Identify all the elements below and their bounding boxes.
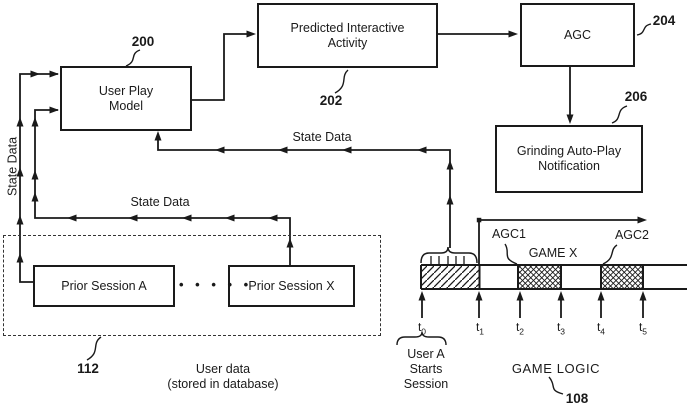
tick-t3: t3 (549, 320, 573, 336)
ref-112: 112 (66, 361, 110, 376)
agc1-label: AGC1 (484, 227, 534, 242)
predicted-activity-label: Predicted Interactive (291, 21, 405, 36)
tick-t1: t1 (468, 320, 492, 336)
ref-202: 202 (309, 93, 353, 108)
leader-112 (87, 337, 101, 360)
user-play-model-label2: Model (109, 99, 143, 114)
predicted-activity-box: Predicted Interactive Activity (257, 3, 438, 68)
user-play-model-box: User Play Model (60, 66, 192, 131)
edge-model-to-predicted-arrowhead (247, 31, 257, 38)
user-a-starts-session-note: User A Starts Session (386, 347, 466, 392)
ref-204: 204 (642, 13, 686, 28)
edge-model-to-predicted (192, 34, 249, 100)
agc2-label: AGC2 (607, 228, 657, 243)
game-x-label: GAME X (518, 246, 588, 261)
edge-agc-to-grinding-arrowhead (567, 115, 574, 125)
ref-108: 108 (555, 391, 599, 406)
session-tick-marks (431, 256, 464, 265)
game-logic-label: GAME LOGIC (506, 361, 606, 376)
grinding-notification-box: Grinding Auto-Play Notification (495, 125, 643, 193)
tick-arrowheads (419, 291, 647, 301)
tick-t5: t5 (631, 320, 655, 336)
leader-202 (335, 70, 348, 93)
ellipsis-dots: • • • • • (179, 277, 252, 292)
leader-200 (126, 50, 140, 66)
session-brace (421, 247, 477, 263)
leader-206 (612, 106, 627, 123)
ref-206: 206 (614, 89, 658, 104)
state-data-lower-label: State Data (110, 195, 210, 210)
prior-session-a-box: Prior Session A (33, 265, 175, 307)
prior-session-a-label: Prior Session A (61, 279, 146, 294)
grinding-notification-label: Grinding Auto-Play (517, 144, 621, 159)
leader-agc1 (505, 244, 517, 264)
tick-t4: t4 (589, 320, 613, 336)
grinding-notification-label2: Notification (538, 159, 600, 174)
timeline-axis-arrowhead (638, 217, 648, 224)
tick-arrows (422, 299, 643, 318)
predicted-activity-label2: Activity (328, 36, 368, 51)
edge-predicted-to-agc-arrowhead (509, 31, 519, 38)
state-data-left-label: State Data (6, 121, 21, 213)
leader-agc2 (603, 245, 617, 264)
ref-200: 200 (121, 34, 165, 49)
agc-box: AGC (520, 3, 635, 67)
agc-label: AGC (564, 28, 591, 43)
edge-game-to-model (158, 136, 450, 248)
tick-t2: t2 (508, 320, 532, 336)
user-data-caption: User data (stored in database) (153, 362, 293, 392)
timeline-axis-origin-dot (477, 218, 482, 223)
prior-session-x-label: Prior Session X (248, 279, 334, 294)
edge-prior-a-arrowheads (17, 71, 60, 263)
state-data-upper-label: State Data (272, 130, 372, 145)
user-play-model-label: User Play (99, 84, 153, 99)
tick-t0: t0 (410, 320, 434, 336)
